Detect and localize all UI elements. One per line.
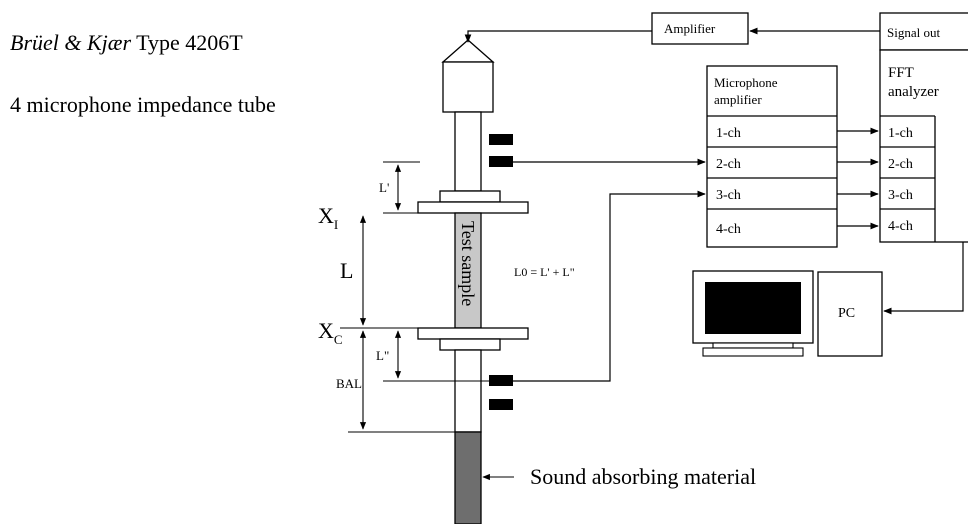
mic-amp-title-line1: Microphone [714,75,778,90]
microphones [489,134,513,410]
dimension-lines [340,161,489,433]
caption-brand-line: Brüel & Kjær Type 4206T [10,30,243,56]
amplifier-box: Amplifier [651,12,749,45]
mic-amp-channel-3: 3-ch [716,188,741,203]
caption-subtitle: 4 microphone impedance tube [10,92,276,117]
fft-channel-1: 1-ch [888,126,913,141]
signal-out-box: Signal out [879,12,968,51]
tube-assembly [417,39,529,524]
model-name: Type 4206T [136,30,243,55]
xi-label: XI [318,203,338,232]
loudspeaker-cone [441,39,495,63]
fft-box [879,49,968,243]
amplifier-label: Amplifier [664,21,716,36]
xi-subscript: I [334,217,338,232]
l-label: L [340,258,353,283]
brand-name: Brüel & Kjær [10,30,132,55]
test-sample-block [454,212,482,329]
upper-collar [439,190,501,203]
fft-title-line1: FFT [888,65,914,81]
absorber-label: Sound absorbing material [530,464,756,489]
fft-channel-2: 2-ch [888,157,913,172]
fft-channel-4: 4-ch [888,219,913,234]
microphone-4 [489,399,513,410]
l0-formula: L0 = L' + L" [514,265,575,279]
test-sample-label: Test sample [458,221,478,306]
microphone-2 [489,156,513,167]
monitor-icon [692,270,814,357]
mic-amp-channel-1: 1-ch [716,126,741,141]
fft-channel-3: 3-ch [888,188,913,203]
lower-tube [454,349,482,433]
absorber-section [454,431,482,524]
microphone-3 [489,375,513,386]
loudspeaker-housing [442,61,494,113]
wire-fft-to-pc [883,242,964,315]
pc-label: PC [838,306,855,321]
wire-mic3-to-amp [513,190,706,382]
xc-label: XC [318,318,343,347]
l-prime-label: L' [379,180,389,195]
lower-collar [439,338,501,351]
lower-flange [417,327,529,340]
pc-tower: PC [817,271,883,357]
mic-amp-channel-4: 4-ch [716,222,741,237]
xc-subscript: C [334,332,343,347]
mic-amp-box [706,65,838,248]
microphone-1 [489,134,513,145]
upper-flange [417,201,529,214]
l-double-prime-label: L" [376,348,389,363]
fft-title-line2: analyzer [888,84,939,100]
signal-out-label: Signal out [887,25,940,40]
signal-wires [464,27,964,382]
bal-label: BAL [336,376,362,391]
mic-amp-title-line2: amplifier [714,92,762,107]
wire-amplifier-to-loudspeaker [464,30,652,43]
mic-amp-channel-2: 2-ch [716,157,741,172]
upper-tube [454,111,482,192]
